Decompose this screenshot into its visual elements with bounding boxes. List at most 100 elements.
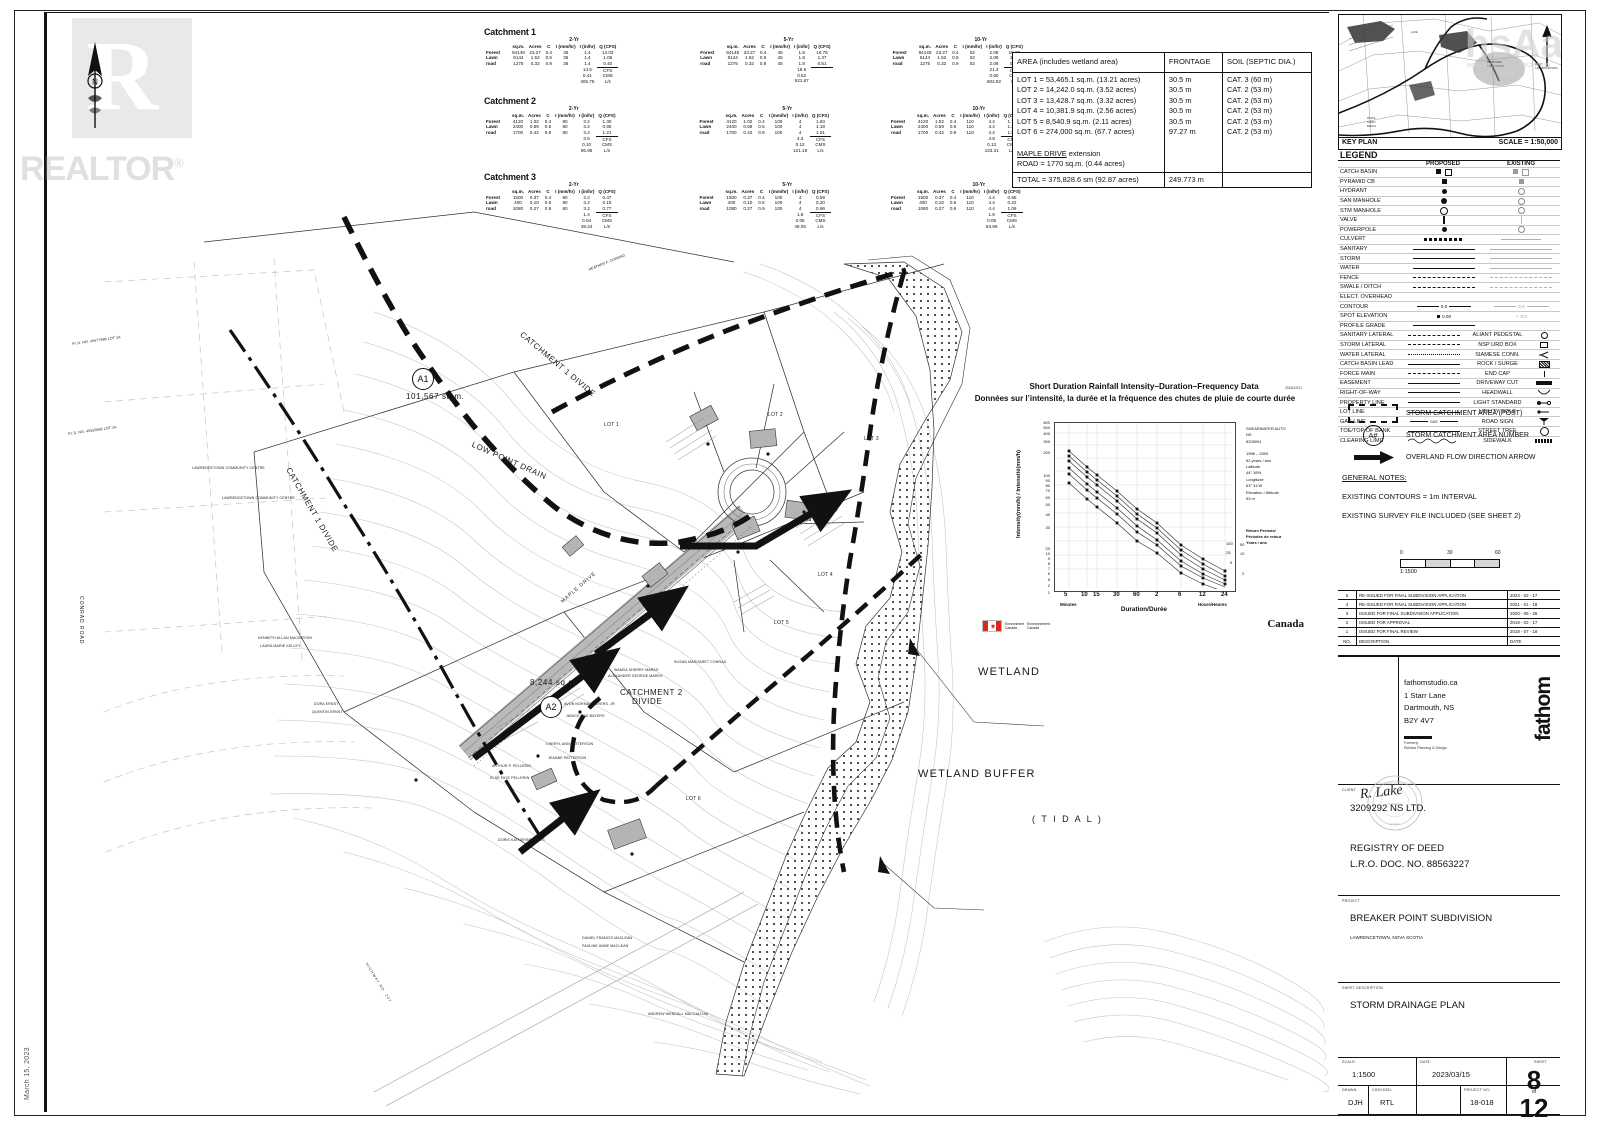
- general-note-2: EXISTING SURVEY FILE INCLUDED (SEE SHEET…: [1342, 511, 1521, 520]
- svg-text:PROPOSED: PROPOSED: [1487, 60, 1502, 64]
- valve-icon: [1443, 216, 1445, 225]
- sheet-inner-border-top: [44, 12, 1329, 13]
- gas-line-icon: [1410, 421, 1429, 423]
- idf-elevation-value: 53 m: [1246, 496, 1255, 502]
- area-header-frontage: FRONTAGE: [1163, 52, 1224, 73]
- north-arrow-icon: N: [87, 42, 103, 128]
- svg-text:LAWRENCETOWN: LAWRENCETOWN: [1535, 66, 1558, 70]
- culvert-icon: [1424, 237, 1465, 241]
- owner-label-pauline-maclean: PAULINE ANNE MACLEAN: [582, 944, 629, 948]
- svg-text:LAKE: LAKE: [1391, 807, 1399, 811]
- owner-label-daniel-maclean: DANIEL FRANCIS MACLEAN: [582, 936, 633, 940]
- wetland-areas: [715, 255, 971, 1077]
- lot-label-4: LOT 4: [818, 572, 833, 578]
- lot-label-6: LOT 6: [686, 796, 701, 802]
- catchment-2-title: Catchment 2: [484, 96, 536, 106]
- idf-x-axis-label: Duration/Durée: [1120, 606, 1168, 613]
- owner-label-janice-bayers: JANICE MAE BAYERS: [566, 714, 605, 718]
- area-lot-6: LOT 6 = 274,000 sq.m. (67.7 acres): [1017, 127, 1135, 136]
- catchment-1-10yr-table: sq.m. Acres C I (mm/hr) I (in/hr) Q (CFS…: [891, 44, 1025, 84]
- legend-row-swale-ditch: SWALE / DITCH: [1338, 282, 1560, 292]
- sanitary-icon: [1413, 248, 1476, 250]
- contour-icon: [1416, 306, 1439, 308]
- address-line-4: B2Y 4V7: [1404, 715, 1434, 725]
- catchment-1-periods: 2-Yr sq.m. Acres C I (mm/hr) I (in/hr) Q…: [484, 37, 1025, 85]
- contour-lines: [269, 263, 1329, 1095]
- catchment-1-period-5yr: 5-Yr sq.m. Acres C I (mm/hr) I (in/hr) Q…: [698, 37, 833, 85]
- legend-row-easement: EASEMENT DRIVEWAY CUT: [1338, 378, 1560, 388]
- soil-lot-2: CAT. 2 (53 m): [1227, 85, 1273, 94]
- key-plan-map: LAKE PROPOSED SUBDIVISION WHITE SANDY BE…: [1339, 15, 1561, 149]
- buildings: [530, 404, 814, 850]
- table-row: road 1275 0.32 0.9 35 1.4 0.40: [484, 60, 619, 68]
- siamese-conn-icon: [1539, 351, 1549, 359]
- address-line-3: Dartmouth, NS: [1404, 703, 1455, 712]
- idf-latitude-value: 44° 38'N: [1246, 470, 1262, 476]
- storm-icon: [1413, 258, 1476, 260]
- san-manhole-existing-icon: [1517, 197, 1525, 205]
- date-label: DATE:: [1420, 1060, 1432, 1064]
- storm-existing-icon: [1490, 258, 1553, 260]
- community-centre-label-1: LAWRENCETOWN COMMUNITY CENTRE: [192, 466, 265, 471]
- table-header-row: NO. DESCRIPTION DATE: [1338, 635, 1560, 647]
- sheet-number: 8: [1526, 1065, 1542, 1095]
- idf-x-sub-hours: Hours/Heures: [1198, 602, 1227, 607]
- water-icon: [1413, 267, 1476, 269]
- end-cap-icon: [1543, 370, 1546, 377]
- realtor-watermark: R REALTOR®: [12, 10, 222, 210]
- area-cell-lots: LOT 1 = 53,465.1 sq.m. (13.21 acres) LOT…: [1012, 71, 1165, 173]
- svg-text:N: N: [92, 78, 98, 87]
- client-label: CLIENT: [1342, 788, 1356, 792]
- idf-return-label-2: Périodes de retour: [1246, 534, 1282, 539]
- sheet-description-label: SHEET DESCRIPTION: [1342, 986, 1383, 990]
- catchment-divides: [228, 215, 926, 873]
- area-lot-1: LOT 1 = 53,465.1 sq.m. (13.21 acres): [1017, 74, 1141, 84]
- svg-text:ENGINEERS NOVA SCOTIA: ENGINEERS NOVA SCOTIA: [1374, 782, 1416, 786]
- area-road-extension: MAPLE DRIVE extension: [1017, 149, 1160, 160]
- hydrant-icon: [1441, 188, 1447, 194]
- idf-elevation-label: Elevation / Altitude: [1246, 489, 1279, 495]
- hydrant-existing-icon: [1517, 187, 1525, 195]
- frontage-lot-3: 30.5 m: [1168, 95, 1192, 105]
- sheet-of-label: of: [1531, 1089, 1537, 1095]
- canada-wordmark: Canada: [1267, 618, 1304, 630]
- soil-lot-4: CAT. 2 (53 m): [1227, 106, 1273, 115]
- catchment-2-divide-label: CATCHMENT 2 DIVIDE: [620, 688, 683, 706]
- owner-label-cheryl-patterson: CHERYL ANN PATTERSON: [546, 742, 594, 746]
- checked-value: RTL: [1380, 1098, 1395, 1107]
- table-row: 2 ISSUED FOR APPROVAL 2019 - 02 - 17: [1338, 617, 1560, 628]
- idf-longitude-value: 63° 31'W: [1246, 483, 1263, 489]
- lot-label-2: LOT 2: [768, 412, 783, 418]
- legend-row-clearing-limit: CLEARING LIMIT SIDEWALK: [1338, 435, 1560, 446]
- sheet-border: [14, 10, 1586, 1116]
- symbol-row-catchment-area: STORM CATCHMENT AREA (POST): [1342, 402, 1562, 424]
- fence-icon: [1413, 277, 1476, 279]
- soil-cell-lots: CAT. 3 (60 m) CAT. 2 (53 m) CAT. 2 (53 m…: [1222, 71, 1312, 173]
- contour-existing-value: 0.0: [1518, 304, 1525, 310]
- spot-elevation-value: 0.00: [1442, 313, 1452, 319]
- legend-row-catch-basin-lead: CATCH BASIN LEAD ROCK / SURGE: [1338, 358, 1560, 369]
- catch-basin-existing-icon: [1513, 168, 1530, 176]
- legend-row-spot-elevation: SPOT ELEVATION 0.00 +0.0: [1338, 310, 1560, 321]
- idf-return-label-1: Return Periods/: [1246, 528, 1276, 533]
- table-row: 5 RE-ISSUED FOR FINAL SUBDIVISION APPLIC…: [1338, 589, 1560, 601]
- client-registry-line-1: REGISTRY OF DEED: [1350, 843, 1445, 854]
- scale-label: SCALE:: [1342, 1060, 1356, 1064]
- idf-code: 2016/12/21: [1285, 386, 1302, 390]
- utility-pole-icon: [1537, 410, 1550, 414]
- frontage-lot-5: 30.5 m: [1168, 116, 1192, 126]
- table-total-row: 14.5 CFS: [582, 67, 613, 73]
- table-header-row: sq.m. Acres C I (mm/hr) I (in/hr) Q (CFS…: [512, 44, 617, 50]
- owner-label-avon-bayers: AVON NORMAN BAYERS, JR: [564, 702, 615, 706]
- return-5: 5: [1230, 560, 1233, 565]
